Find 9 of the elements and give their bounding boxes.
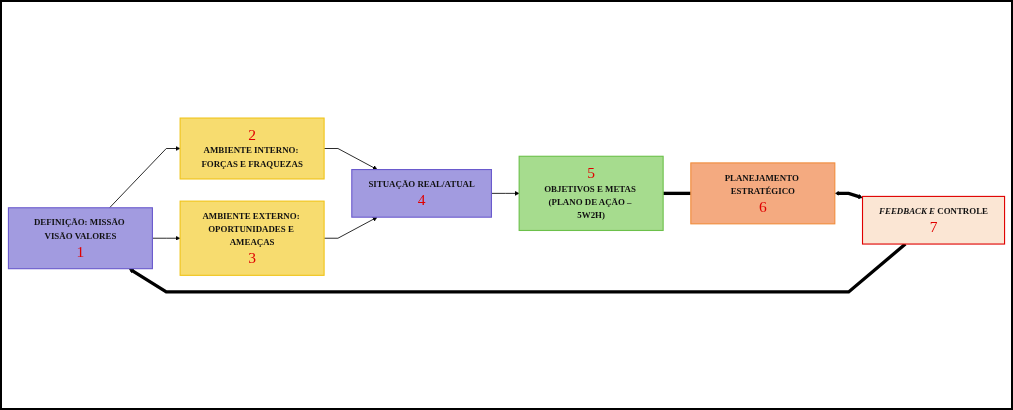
node-box: SITUAÇÃO REAL/ATUAL 4 — [351, 169, 492, 218]
node-box: AMBIENTE EXTERNO: OPORTUNIDADES E AMEAÇAS 3 — [179, 200, 325, 276]
arrow — [834, 190, 863, 199]
node-box: 2 AMBIENTE INTERNO: FORÇAS E FRAQUEZAS — [179, 117, 325, 180]
node-box: FEEDBACK E CONTROLE 7 — [861, 195, 1006, 245]
connector — [663, 191, 691, 196]
node-box: DEFINIÇÃO: MISSÃO VISÃO VALORES 1 — [7, 207, 153, 270]
node-box: PLANEJAMENTO ESTRATÉGICO 6 — [690, 162, 836, 225]
node-box: 5 OBJETIVOS E METAS (PLANO DE AÇÃO – 5W2H) — [518, 155, 664, 232]
